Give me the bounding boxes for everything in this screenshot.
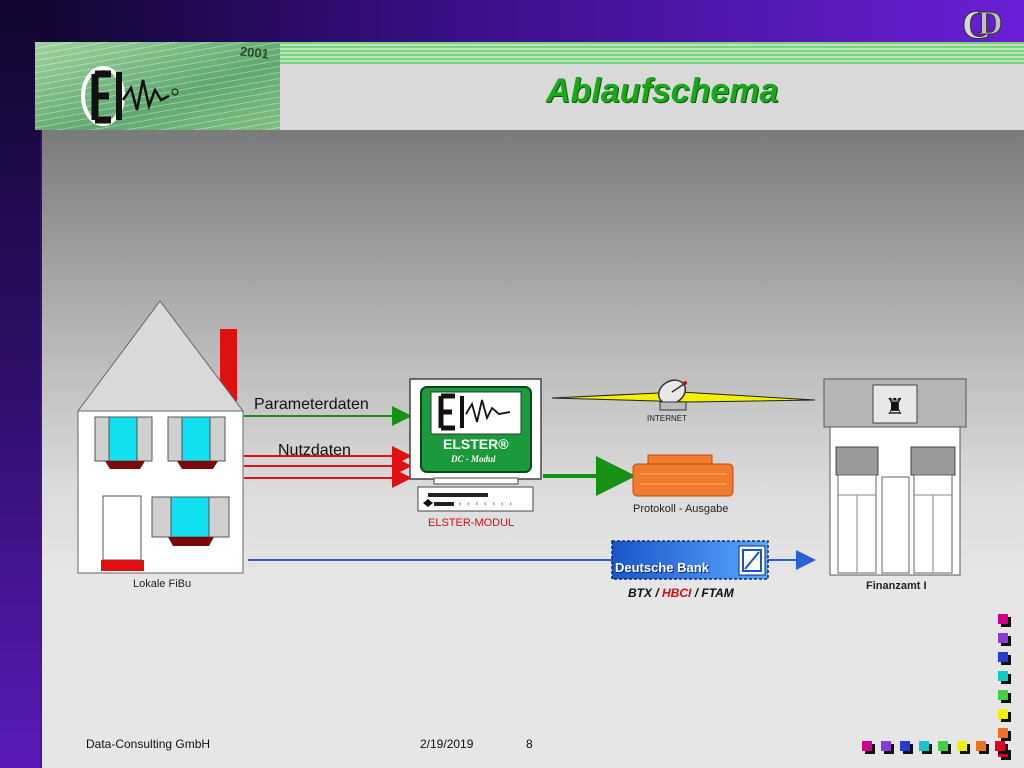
elster-monitor: ‹ ‹ ‹ ‹ ‹ ‹ ‹ [409,378,542,512]
svg-text:C: C [962,4,991,44]
deco-square [976,741,986,751]
deco-square [998,728,1008,738]
deco-square [998,747,1008,757]
monitor-subtitle: DC - Modul [451,454,496,464]
top-band [0,0,1024,42]
footer-company: Data-Consulting GmbH [86,737,211,751]
protokoll-label: Protokoll - Ausgabe [633,503,729,515]
house-label: Lokale FiBu [133,578,192,590]
deco-square [938,741,948,751]
deco-square [881,741,891,751]
bank-name: Deutsche Bank [615,560,709,575]
satellite-dish-icon [657,379,687,411]
internet-label: INTERNET [647,414,687,423]
header-stripe [275,42,1024,64]
hbci-text: HBCI [662,586,692,600]
elster-modul-label: ELSTER-MODUL [428,517,515,529]
deco-square [862,741,872,751]
deco-square [998,614,1008,624]
svg-text:D: D [978,5,1003,42]
footer-page: 8 [526,737,533,751]
left-band [0,0,40,768]
deco-square [998,690,1008,700]
btx-text: BTX [628,586,652,600]
slide-lower-area [42,580,1024,768]
deco-square [998,652,1008,662]
header-image: 2001 [35,42,280,130]
deco-square [957,741,967,751]
svg-text:♜: ♜ [885,395,905,420]
btx-separator-2: / [691,586,702,600]
monitor-title: ELSTER® [443,436,509,452]
deco-square [998,671,1008,681]
deco-square [998,633,1008,643]
deco-square [995,741,1005,751]
header-bar: 2001 [35,42,1024,130]
bank-channel-label: BTX / HBCI / FTAM [628,586,734,600]
ftam-text: FTAM [701,586,734,600]
slide-title: Ablaufschema [546,72,779,110]
finanzamt-building: ♜ [823,378,967,576]
btx-separator-1: / [652,586,663,600]
protokoll-printer [632,454,734,497]
svg-text:‹ ‹ ‹ ‹ ‹ ‹ ‹: ‹ ‹ ‹ ‹ ‹ ‹ ‹ [458,500,513,508]
cd-logo: C D [962,4,1004,44]
deco-square [900,741,910,751]
el-logo [81,66,179,126]
flow-label-parameterdaten: Parameterdaten [254,396,369,413]
deco-square [919,741,929,751]
deco-square [998,709,1008,719]
house [77,300,245,574]
footer-date: 2/19/2019 [420,737,474,751]
finanzamt-label: Finanzamt I [866,580,927,592]
flow-label-nutzdaten: Nutzdaten [278,442,351,459]
deutsche-bank-box [611,540,769,580]
